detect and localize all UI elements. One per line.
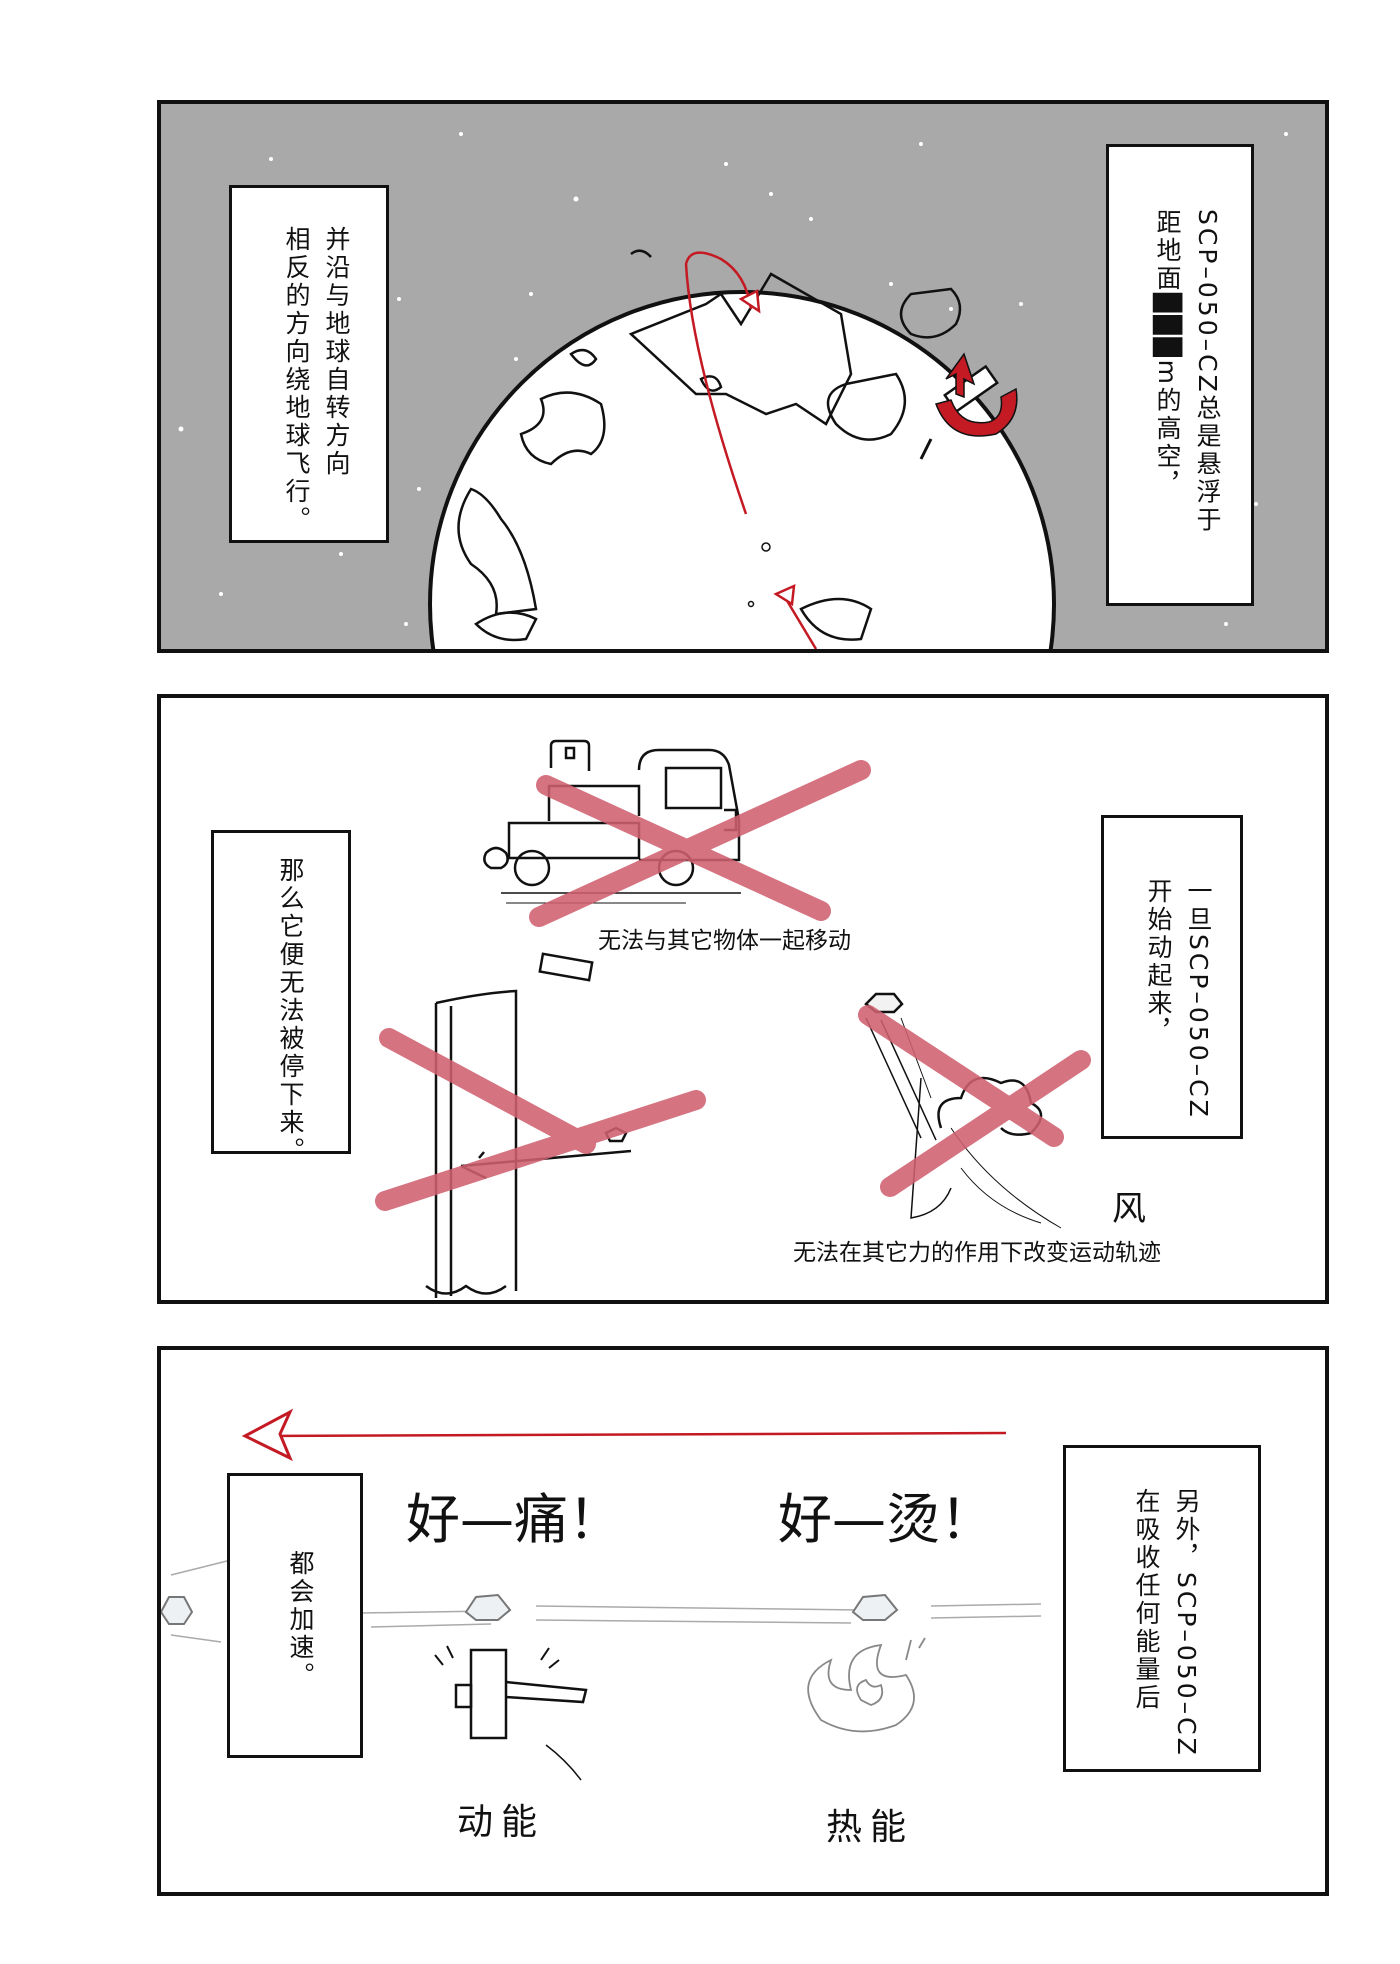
earth-shape xyxy=(428,290,1056,649)
hammer-icon xyxy=(434,1645,588,1781)
label-kinetic-energy: 动能 xyxy=(457,1802,546,1843)
rotation-arrow xyxy=(684,251,753,515)
scp-object-icon xyxy=(919,352,1018,460)
exclaim-hot: 好—烫！ xyxy=(778,1488,994,1551)
caption-no-co-move: 无法与其它物体一起移动 xyxy=(598,928,851,954)
exclaim-pain: 好—痛！ xyxy=(406,1488,622,1551)
narration-box-right: 一旦SCP–050–CZ 开始动起来， xyxy=(1101,815,1243,1139)
narration-box-left: 都会加速。 xyxy=(227,1473,363,1758)
caption-no-trajectory-change: 无法在其它力的作用下改变运动轨迹 xyxy=(793,1240,1161,1266)
narration-text: 另外，SCP–050–CZ 在吸收任何能量后 xyxy=(1132,1488,1201,1758)
narration-box-left: 那么它便无法被停下来。 xyxy=(211,830,351,1165)
truck-icon xyxy=(483,739,741,904)
narration-text: 都会加速。 xyxy=(286,1550,315,1690)
rock-icons xyxy=(161,1593,899,1625)
energy-illustration xyxy=(161,1408,1042,1781)
narration-box-right: 另外，SCP–050–CZ 在吸收任何能量后 xyxy=(1063,1445,1261,1772)
narration-box-right: SCP–050–CZ总是悬浮于 距地面███m的高空， xyxy=(1106,144,1254,606)
narration-text: SCP–050–CZ总是悬浮于 距地面███m的高空， xyxy=(1153,209,1222,535)
narration-text: 一旦SCP–050–CZ 开始动起来， xyxy=(1144,878,1213,1120)
label-thermal-energy: 热能 xyxy=(826,1807,915,1848)
speed-lines xyxy=(170,1559,1042,1643)
fire-icon xyxy=(807,1637,926,1733)
examples-illustration xyxy=(375,739,1091,1298)
panel-unstoppable: 无法与其它物体一起移动 无法在其它力的作用下改变运动轨迹 风 那么它便无法被停下… xyxy=(157,694,1329,1304)
cross-marks xyxy=(375,760,1091,1211)
earth-orbit-illustration xyxy=(178,132,1288,649)
continents xyxy=(457,249,962,642)
wind-label: 风 xyxy=(1112,1189,1146,1229)
motion-arrow xyxy=(255,1431,1007,1438)
narration-box-left: 并沿与地球自转方向 相反的方向绕地球飞行。 xyxy=(229,185,389,543)
panel-orbit: 并沿与地球自转方向 相反的方向绕地球飞行。 SCP–050–CZ总是悬浮于 距地… xyxy=(157,100,1329,653)
narration-text: 那么它便无法被停下来。 xyxy=(276,857,305,1165)
panel-acceleration: 好—痛！ 好—烫！ 动能 热能 都会加速。 另外，SCP–050–CZ 在吸收任… xyxy=(157,1346,1329,1896)
narration-text: 并沿与地球自转方向 相反的方向绕地球飞行。 xyxy=(282,226,351,534)
